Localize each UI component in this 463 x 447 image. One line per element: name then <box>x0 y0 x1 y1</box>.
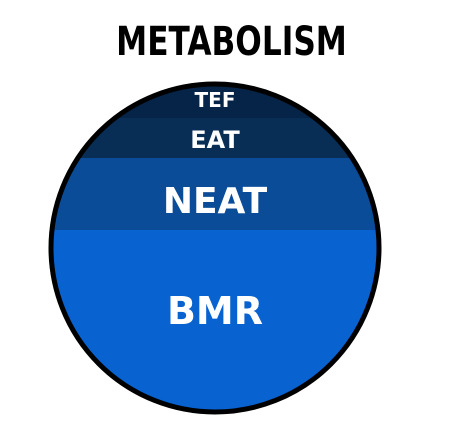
page-title: METABOLISM <box>116 19 347 65</box>
label-bmr: BMR <box>167 289 263 333</box>
label-tef: TEF <box>195 88 236 112</box>
label-eat: EAT <box>190 126 240 154</box>
label-neat: NEAT <box>163 181 268 222</box>
circle-outline <box>48 81 382 415</box>
band-neat <box>51 158 379 230</box>
